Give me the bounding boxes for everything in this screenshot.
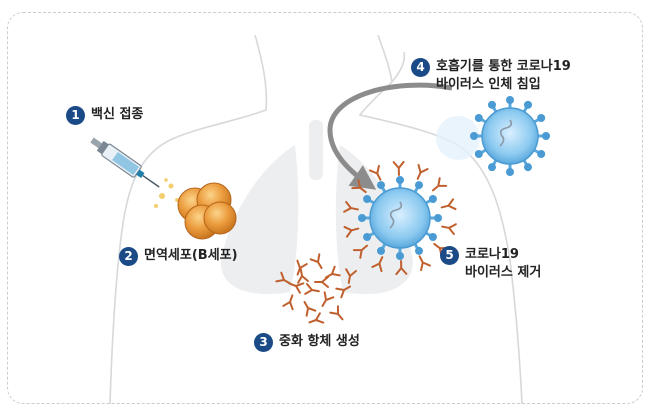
step-label-line-1: 호흡기를 통한 코로나19: [436, 59, 571, 74]
step-2-immune-cell: 2 면역세포(B세포): [119, 247, 238, 266]
step-label-line-2: 바이러스 제거: [465, 265, 542, 280]
b-cell-cluster: [177, 182, 237, 240]
step-5-virus-removal: 5 코로나19 바이러스 제거: [440, 246, 541, 282]
step-number-badge: 5: [440, 246, 459, 265]
step-label-line-2: 바이러스 인체 침입: [436, 77, 541, 92]
step-3-neutralizing-antibody: 3 중화 항체 생성: [254, 333, 360, 352]
virus-icon: [358, 176, 442, 260]
step-label: 면역세포(B세포): [144, 248, 238, 263]
virus-glow: [436, 116, 480, 160]
step-label: 중화 항체 생성: [279, 334, 360, 349]
curved-arrow-icon: [327, 82, 453, 190]
step-number-badge: 1: [66, 106, 85, 125]
syringe-icon: [90, 137, 160, 188]
step-number-badge: 3: [254, 333, 273, 352]
spark-dots: [154, 178, 179, 208]
diagram-frame: [7, 12, 643, 404]
step-4-virus-entry: 4 호흡기를 통한 코로나19 바이러스 인체 침입: [411, 58, 571, 94]
step-1-vaccination: 1 백신 접종: [66, 106, 143, 125]
step-label: 백신 접종: [91, 107, 144, 122]
step-number-badge: 2: [119, 247, 138, 266]
antibody-cluster: [275, 253, 357, 324]
virus-icon: [470, 96, 550, 176]
step-number-badge: 4: [411, 58, 430, 77]
step-label-line-1: 코로나19: [465, 247, 519, 262]
